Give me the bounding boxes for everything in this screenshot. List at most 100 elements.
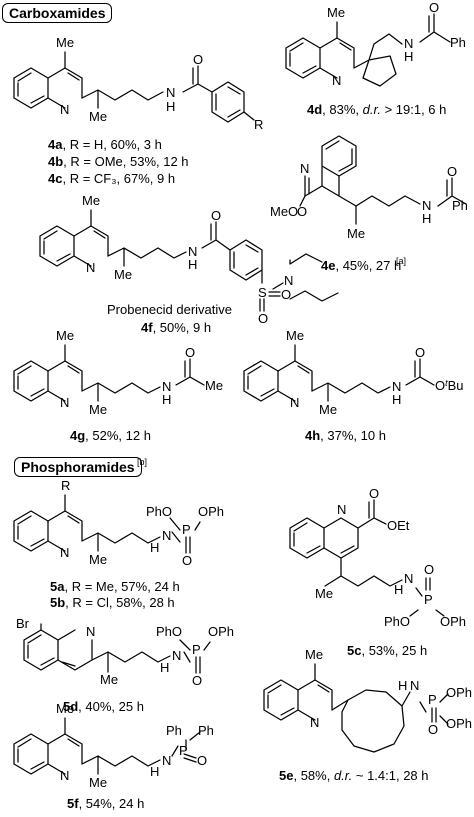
svg-text:4g, 52%, 12 h: 4g, 52%, 12 h bbox=[70, 428, 151, 443]
atom-n-4f-sulfonamide: N bbox=[284, 273, 293, 288]
caption-5f: 5f, 54%, 24 h bbox=[67, 796, 144, 811]
svg-text:5c, 53%, 25 h: 5c, 53%, 25 h bbox=[347, 643, 427, 658]
atom-p-5f: P bbox=[179, 743, 188, 758]
atom-h-4h-amide: H bbox=[392, 392, 401, 407]
atom-n-4a-amide: N bbox=[166, 85, 175, 100]
atom-o-4a: O bbox=[193, 52, 203, 67]
atom-me-4h-top: Me bbox=[286, 328, 304, 343]
atom-o-5c-po: O bbox=[424, 562, 434, 577]
compound-4d-structure bbox=[285, 13, 451, 87]
atom-n-5f-amide: N bbox=[162, 753, 171, 768]
compound-5f-structure bbox=[13, 717, 201, 775]
caption-5e: 5e, 58%, d.r. ~ 1.4:1, 28 h bbox=[279, 768, 429, 783]
caption-4h: 4h, 37%, 10 h bbox=[305, 428, 386, 443]
atom-n-5c-amide: N bbox=[404, 571, 413, 586]
section-label-phosphoramides: Phosphoramides bbox=[14, 457, 142, 477]
atom-s-4f: S bbox=[258, 285, 267, 300]
caption-4c: 4c, R = CF₃, 67%, 9 h bbox=[48, 171, 175, 186]
atom-me-4e: Me bbox=[347, 226, 365, 241]
caption-5d: 5d, 40%, 25 h bbox=[63, 699, 144, 714]
atom-h-4g-amide: H bbox=[162, 392, 171, 407]
atom-pho-5c: PhO bbox=[384, 614, 410, 629]
compound-4f-structure bbox=[39, 209, 339, 312]
atom-oph-5d: OPh bbox=[208, 624, 234, 639]
atom-me-5a-branch: Me bbox=[89, 552, 107, 567]
atom-n-4f-ring: N bbox=[86, 260, 95, 275]
atom-n-4e-ring: N bbox=[300, 161, 309, 176]
atom-p-5a: P bbox=[182, 522, 191, 537]
atom-o-4h: O bbox=[415, 345, 425, 360]
atom-o-4f-carbonyl: O bbox=[211, 208, 221, 223]
svg-text:4h, 37%, 10 h: 4h, 37%, 10 h bbox=[305, 428, 386, 443]
compound-4e-structure bbox=[299, 135, 467, 225]
atom-n-4a-ring: N bbox=[60, 102, 69, 117]
svg-text:5b, R = Cl, 58%, 28 h: 5b, R = Cl, 58%, 28 h bbox=[50, 595, 175, 610]
atom-o-4e: O bbox=[297, 204, 307, 219]
atom-me-4g-acetyl: Me bbox=[205, 378, 223, 393]
atom-meo-4e: MeO bbox=[270, 204, 298, 219]
compound-5a-5b-structure bbox=[13, 494, 201, 554]
atom-n-5e-ring: N bbox=[310, 715, 319, 730]
caption-4f: Probenecid derivative 4f, 50%, 9 h bbox=[107, 302, 232, 335]
atom-h-5e-amide: H bbox=[398, 678, 407, 693]
atom-n-4e-amide: N bbox=[422, 198, 431, 213]
svg-text:5a, R = Me, 57%, 24 h: 5a, R = Me, 57%, 24 h bbox=[50, 579, 180, 594]
section-label-carboxamides: Carboxamides bbox=[2, 3, 113, 23]
atom-o-4f-sulfonyl-2: O bbox=[258, 311, 268, 326]
atom-h-5c-amide: H bbox=[394, 582, 403, 597]
atom-h-4f-amide: H bbox=[188, 257, 197, 272]
atom-h-5f-amide: H bbox=[150, 764, 159, 779]
caption-4e: 4e, 45%, 27 h [a] bbox=[321, 256, 406, 273]
atom-me-4h-branch: Me bbox=[319, 402, 337, 417]
compound-4a-c-structure bbox=[13, 51, 255, 123]
atom-p-5d: P bbox=[192, 642, 201, 657]
atom-ph-4d: Ph bbox=[450, 35, 466, 50]
atom-me-5f-branch: Me bbox=[89, 775, 107, 790]
atom-oph-5e-1: OPh bbox=[446, 685, 472, 700]
atom-h-4a-amide: H bbox=[166, 99, 175, 114]
atom-oet-5c: OEt bbox=[387, 518, 410, 533]
compound-5d-structure bbox=[23, 623, 211, 674]
caption-4e-footnote: [a] bbox=[396, 256, 406, 266]
caption-5a: 5a, R = Me, 57%, 24 h bbox=[50, 579, 180, 594]
atom-pho-5a: PhO bbox=[146, 504, 172, 519]
atom-o-5a: O bbox=[182, 553, 192, 568]
caption-4a: 4a, R = H, 60%, 3 h bbox=[48, 137, 162, 152]
caption-4f-name: Probenecid derivative bbox=[107, 302, 232, 317]
svg-text:5e, 58%, d.r. ~ 1.4:1, 28 h: 5e, 58%, d.r. ~ 1.4:1, 28 h bbox=[279, 768, 429, 783]
atom-me-4a-top: Me bbox=[56, 35, 74, 50]
atom-h-5a-amide: H bbox=[150, 540, 159, 555]
svg-text:4f, 50%, 9 h: 4f, 50%, 9 h bbox=[141, 320, 211, 335]
svg-text:4e, 45%, 27 h: 4e, 45%, 27 h bbox=[321, 258, 401, 273]
caption-5b: 5b, R = Cl, 58%, 28 h bbox=[50, 595, 175, 610]
atom-pho-5d: PhO bbox=[156, 624, 182, 639]
atom-o-5e: O bbox=[428, 722, 438, 737]
atom-me-5e: Me bbox=[305, 647, 323, 662]
caption-4g: 4g, 52%, 12 h bbox=[70, 428, 151, 443]
atom-h-5d-amide: H bbox=[160, 660, 169, 675]
atom-r-5a: R bbox=[61, 478, 70, 493]
atom-n-4g-ring: N bbox=[60, 395, 69, 410]
atom-me-4f-top: Me bbox=[82, 193, 100, 208]
atom-br-5d: Br bbox=[16, 616, 30, 631]
atom-ph-4e: Ph bbox=[452, 198, 468, 213]
compound-4g-structure bbox=[13, 344, 205, 402]
atom-n-4h-ring: N bbox=[290, 395, 299, 410]
atom-o-5f: O bbox=[197, 753, 207, 768]
atom-me-4a-branch: Me bbox=[89, 109, 107, 124]
atom-otbu-4h: OtBu bbox=[435, 378, 464, 393]
atom-o-5d: O bbox=[192, 673, 202, 688]
atom-h-4d-amide: H bbox=[404, 49, 413, 64]
atom-me-4g-branch: Me bbox=[89, 402, 107, 417]
atom-me-4g-top: Me bbox=[56, 328, 74, 343]
atom-oph-5a: OPh bbox=[198, 504, 224, 519]
svg-text:5d, 40%, 25 h: 5d, 40%, 25 h bbox=[63, 699, 144, 714]
atom-me-4d: Me bbox=[327, 5, 345, 20]
svg-text:4a, R = H, 60%, 3 h: 4a, R = H, 60%, 3 h bbox=[48, 137, 162, 152]
atom-n-4h-amide: N bbox=[392, 379, 401, 394]
atom-me-5d-branch: Me bbox=[100, 672, 118, 687]
atom-r-4a: R bbox=[254, 117, 263, 132]
atom-n-4d-ring: N bbox=[332, 73, 341, 88]
svg-text:5f, 54%, 24 h: 5f, 54%, 24 h bbox=[67, 796, 144, 811]
atom-n-4g-amide: N bbox=[162, 379, 171, 394]
